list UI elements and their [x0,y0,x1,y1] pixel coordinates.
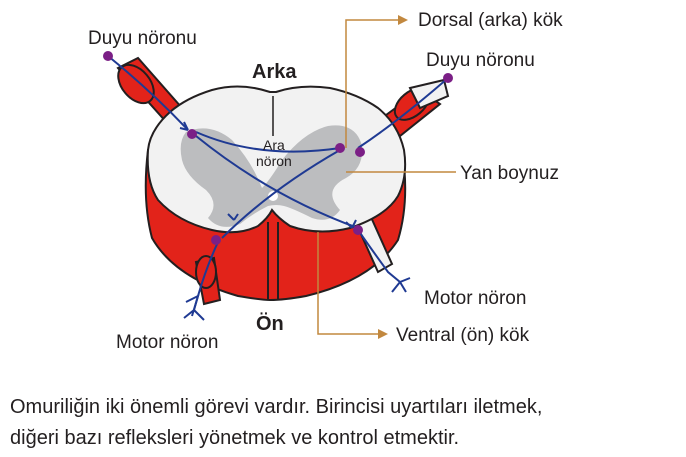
caption-line-1: Omuriliğin iki önemli görevi vardır. Bir… [10,396,543,418]
interneuron-body-right [355,147,365,157]
ventral-root-leader [317,232,388,339]
label-motor-neuron-left: Motor nöron [116,332,218,353]
sensory-axon-right [357,77,449,149]
motor-body-right [353,225,363,235]
label-motor-neuron-right: Motor nöron [424,288,526,309]
caption-line-2: diğeri bazı refleksleri yönetmek ve kont… [10,427,460,449]
label-ventral-root: Ventral (ön) kök [396,325,530,346]
label-sensory-neuron-right: Duyu nöronu [426,50,535,71]
motor-body-left [211,235,221,245]
label-front: Ön [256,312,284,335]
terminal-right [391,277,411,293]
label-lateral-horn: Yan boynuz [460,163,559,184]
interneuron-body-mid [335,143,345,153]
motor-axon-right [357,229,401,283]
synapse-2 [345,219,357,229]
central-canal [268,191,278,201]
terminal-left [183,294,205,321]
label-interneuron-line1: Ara [263,137,285,153]
neuron-bodies [103,51,453,245]
interneuron-left [195,131,341,153]
label-sensory-neuron-left: Duyu nöronu [88,28,197,49]
leader-lines [317,15,456,339]
spinal-cord-diagram: Duyu nöronu Duyu nöronu Dorsal (arka) kö… [88,10,563,353]
label-back: Arka [252,61,297,83]
sensory-body-left [103,51,113,61]
sensory-fiber-left [179,121,189,131]
synapse-1 [227,213,239,221]
crossing-axon-2 [221,149,341,239]
crossing-axon-1 [195,135,359,229]
label-dorsal-root: Dorsal (arka) kök [418,10,563,31]
sensory-body-right [443,73,453,83]
caption: Omuriliğin iki önemli görevi vardır. Bir… [10,392,682,454]
dorsal-root-leader [345,15,408,148]
interneuron-body-left [187,129,197,139]
label-interneuron-line2: nöron [256,153,292,169]
neuron-pathways [107,55,449,321]
sensory-axon-left [107,55,189,131]
